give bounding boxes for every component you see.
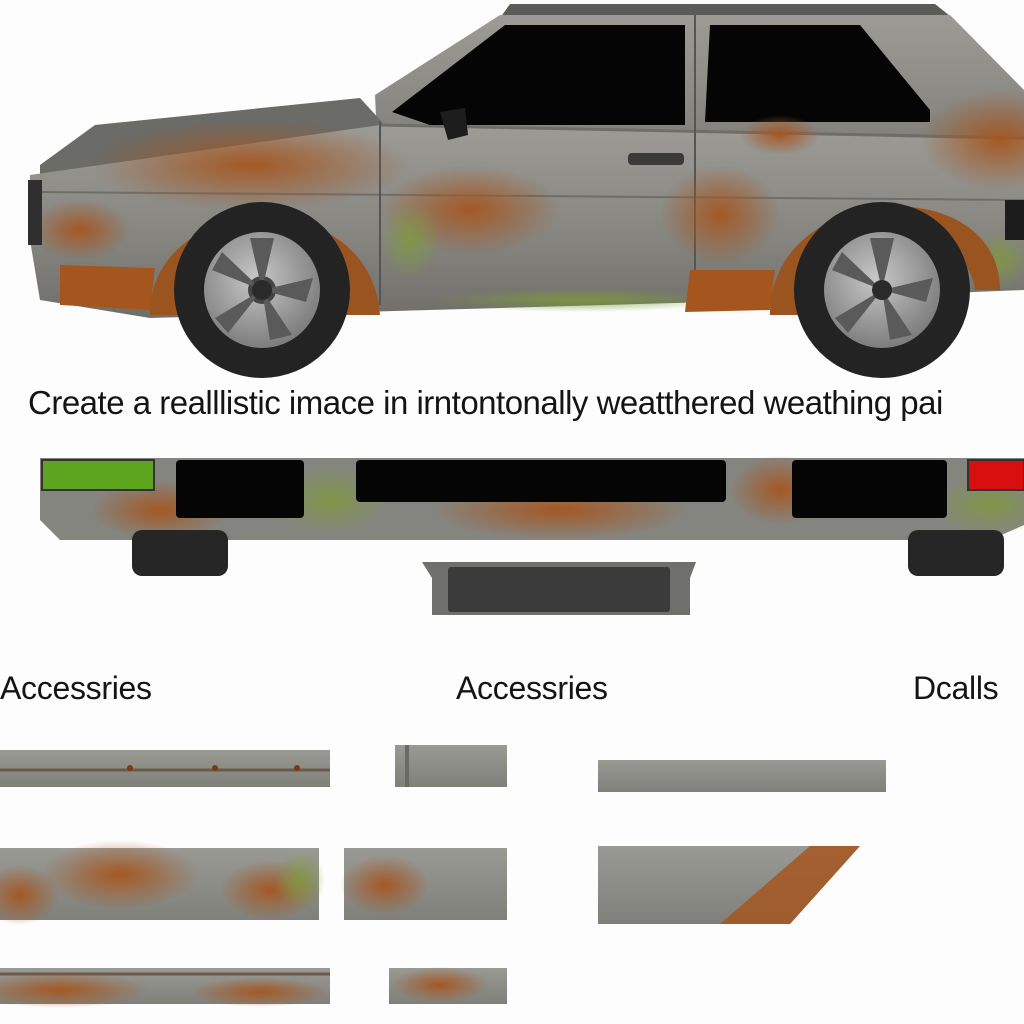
rear-window — [705, 25, 930, 122]
rear-wheel — [794, 202, 970, 378]
red-tail-lamp — [967, 459, 1024, 491]
license-plate-holder — [422, 562, 696, 615]
rear-recess-right — [792, 460, 947, 518]
car-side-view — [28, 4, 1024, 378]
accessory-panels — [0, 745, 886, 1008]
headlight — [28, 180, 42, 245]
rear-tire-left — [132, 530, 228, 576]
section-label-decals: Dcalls — [913, 670, 999, 706]
car-rear-view — [40, 455, 1024, 576]
green-tail-lamp — [41, 459, 155, 491]
section-label-accessories-left: Accessries — [0, 670, 152, 706]
rear-lamp-side — [1005, 200, 1024, 240]
side-mirror — [440, 108, 468, 140]
trim-strip-right — [598, 760, 886, 792]
section-label-accessories-middle: Accessries — [456, 670, 608, 706]
front-window — [392, 25, 685, 125]
front-wheel — [174, 202, 350, 378]
rear-recess-left — [176, 460, 304, 518]
rocker-rust — [685, 270, 775, 312]
rear-tire-right — [908, 530, 1004, 576]
front-bumper — [60, 265, 155, 310]
trim-piece-small — [395, 745, 507, 787]
door-handle — [628, 153, 684, 165]
image-caption: Create a realllistic imace in irntontona… — [28, 384, 943, 421]
rear-recess-center — [356, 460, 726, 502]
beltline — [379, 123, 1024, 140]
